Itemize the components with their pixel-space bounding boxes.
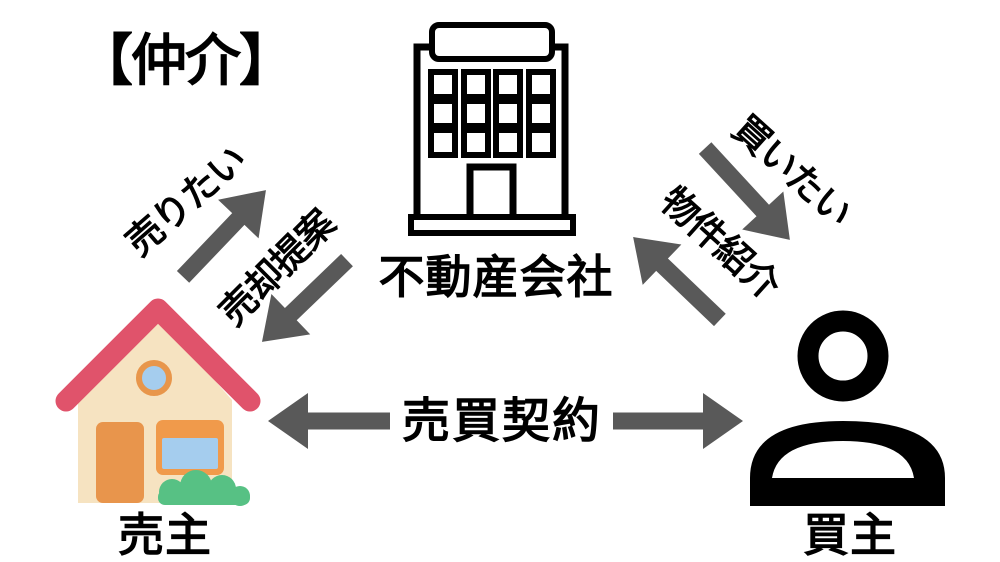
arrow-layer <box>176 142 790 449</box>
building-door <box>466 163 517 223</box>
arrow-property-intro <box>633 237 726 327</box>
person-icon <box>750 310 945 506</box>
building-base <box>408 214 576 236</box>
house-roof <box>55 298 261 412</box>
seller-label: 売主 <box>118 508 212 562</box>
person-body <box>750 421 945 506</box>
arrow-sell-proposal <box>261 253 353 342</box>
house-door <box>96 422 144 503</box>
diagram-title: 【仲介】 <box>77 29 295 94</box>
office-building-icon <box>408 22 576 236</box>
person-head <box>797 310 889 402</box>
arrow-buy-want <box>698 142 790 240</box>
contract-label: 売買契約 <box>401 393 603 449</box>
house-round-window <box>136 360 172 396</box>
buyer-label: 買主 <box>803 508 897 562</box>
arrow-contract-right <box>613 393 743 449</box>
house-icon <box>55 298 261 506</box>
arrow-contract-left <box>268 393 390 449</box>
company-label: 不動産会社 <box>378 250 614 304</box>
arrow-sell-want <box>176 190 266 283</box>
house-bush <box>158 470 250 506</box>
building-windows <box>428 69 556 158</box>
house-window-glass <box>162 438 218 469</box>
